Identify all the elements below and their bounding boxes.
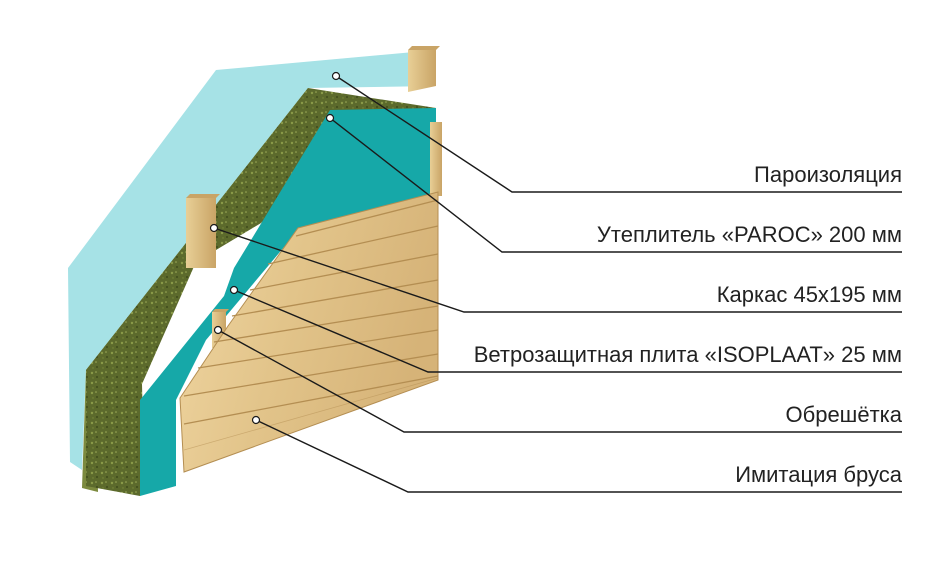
label-frame: Каркас 45х195 мм <box>717 282 902 307</box>
callout-insulation: Утеплитель «PAROC» 200 мм <box>325 113 902 253</box>
marker-dot <box>325 113 335 123</box>
callout-vapor-barrier: Пароизоляция <box>331 71 902 193</box>
callout-wind-board: Ветрозащитная плита «ISOPLAAT» 25 мм <box>229 285 902 373</box>
label-cladding: Имитация бруса <box>735 462 903 487</box>
marker-dot <box>229 285 239 295</box>
marker-dot <box>213 325 223 335</box>
marker-dot <box>209 223 219 233</box>
vapor-barrier-film <box>68 50 436 470</box>
callout-frame: Каркас 45х195 мм <box>209 223 902 313</box>
callout-cladding: Имитация бруса <box>251 415 903 493</box>
marker-dot <box>331 71 341 81</box>
frame-post-left <box>186 194 220 268</box>
callout-battens: Обрешётка <box>213 325 903 433</box>
label-insulation: Утеплитель «PAROC» 200 мм <box>597 222 902 247</box>
frame-post-right <box>430 122 442 196</box>
label-battens: Обрешётка <box>786 402 903 427</box>
callouts: Пароизоляция Утеплитель «PAROC» 200 мм К… <box>209 71 903 493</box>
label-vapor-barrier: Пароизоляция <box>754 162 902 187</box>
wind-barrier-board <box>140 108 436 496</box>
frame-post-top <box>408 46 440 92</box>
marker-dot <box>251 415 261 425</box>
label-wind-board: Ветрозащитная плита «ISOPLAAT» 25 мм <box>474 342 902 367</box>
